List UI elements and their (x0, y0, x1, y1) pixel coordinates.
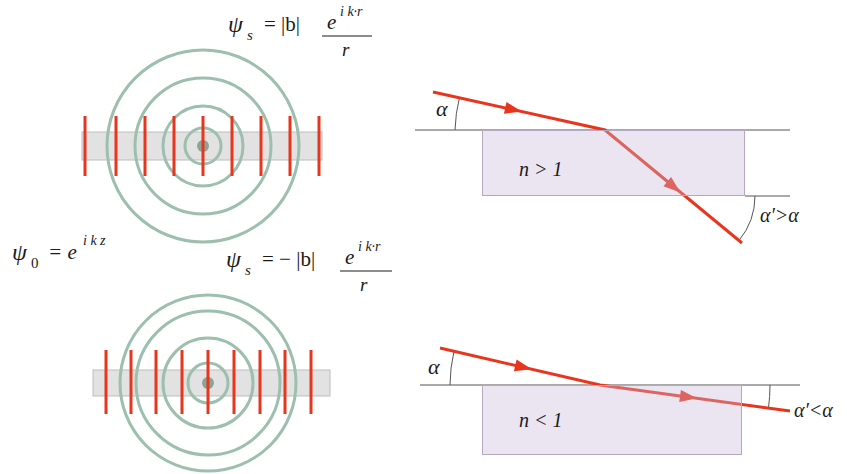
angle-label: α′<α (794, 400, 833, 420)
wave-symbol: ψ (228, 12, 243, 36)
formula-part: e (327, 12, 336, 33)
angle-label: α (428, 356, 440, 378)
exponent: i k·r (358, 240, 381, 254)
negative-scatterer (93, 271, 392, 471)
angle-label: α (436, 98, 448, 120)
subscript: 0 (31, 256, 39, 271)
formula-part: r (360, 275, 367, 294)
formula-part: e (345, 247, 354, 268)
refractive-index: n < 1 (519, 409, 563, 432)
subscript: s (247, 28, 253, 43)
medium-box: n < 1 (482, 385, 742, 455)
formula-part: = e (48, 242, 77, 263)
wave-symbol: ψ (226, 247, 241, 271)
subscript: s (245, 263, 251, 278)
formula-part: = |b| (264, 14, 300, 35)
medium-box: n > 1 (482, 130, 745, 196)
refraction-n-greater (415, 92, 790, 243)
formula-part: r (342, 40, 349, 59)
formula-part: = − |b| (262, 249, 315, 270)
angle-label: α′>α (760, 205, 799, 225)
positive-scatterer (82, 36, 372, 242)
exponent: i k·r (340, 5, 363, 19)
wave-symbol: ψ (12, 240, 27, 264)
exponent: i k z (83, 234, 106, 248)
refractive-index: n > 1 (519, 158, 563, 181)
